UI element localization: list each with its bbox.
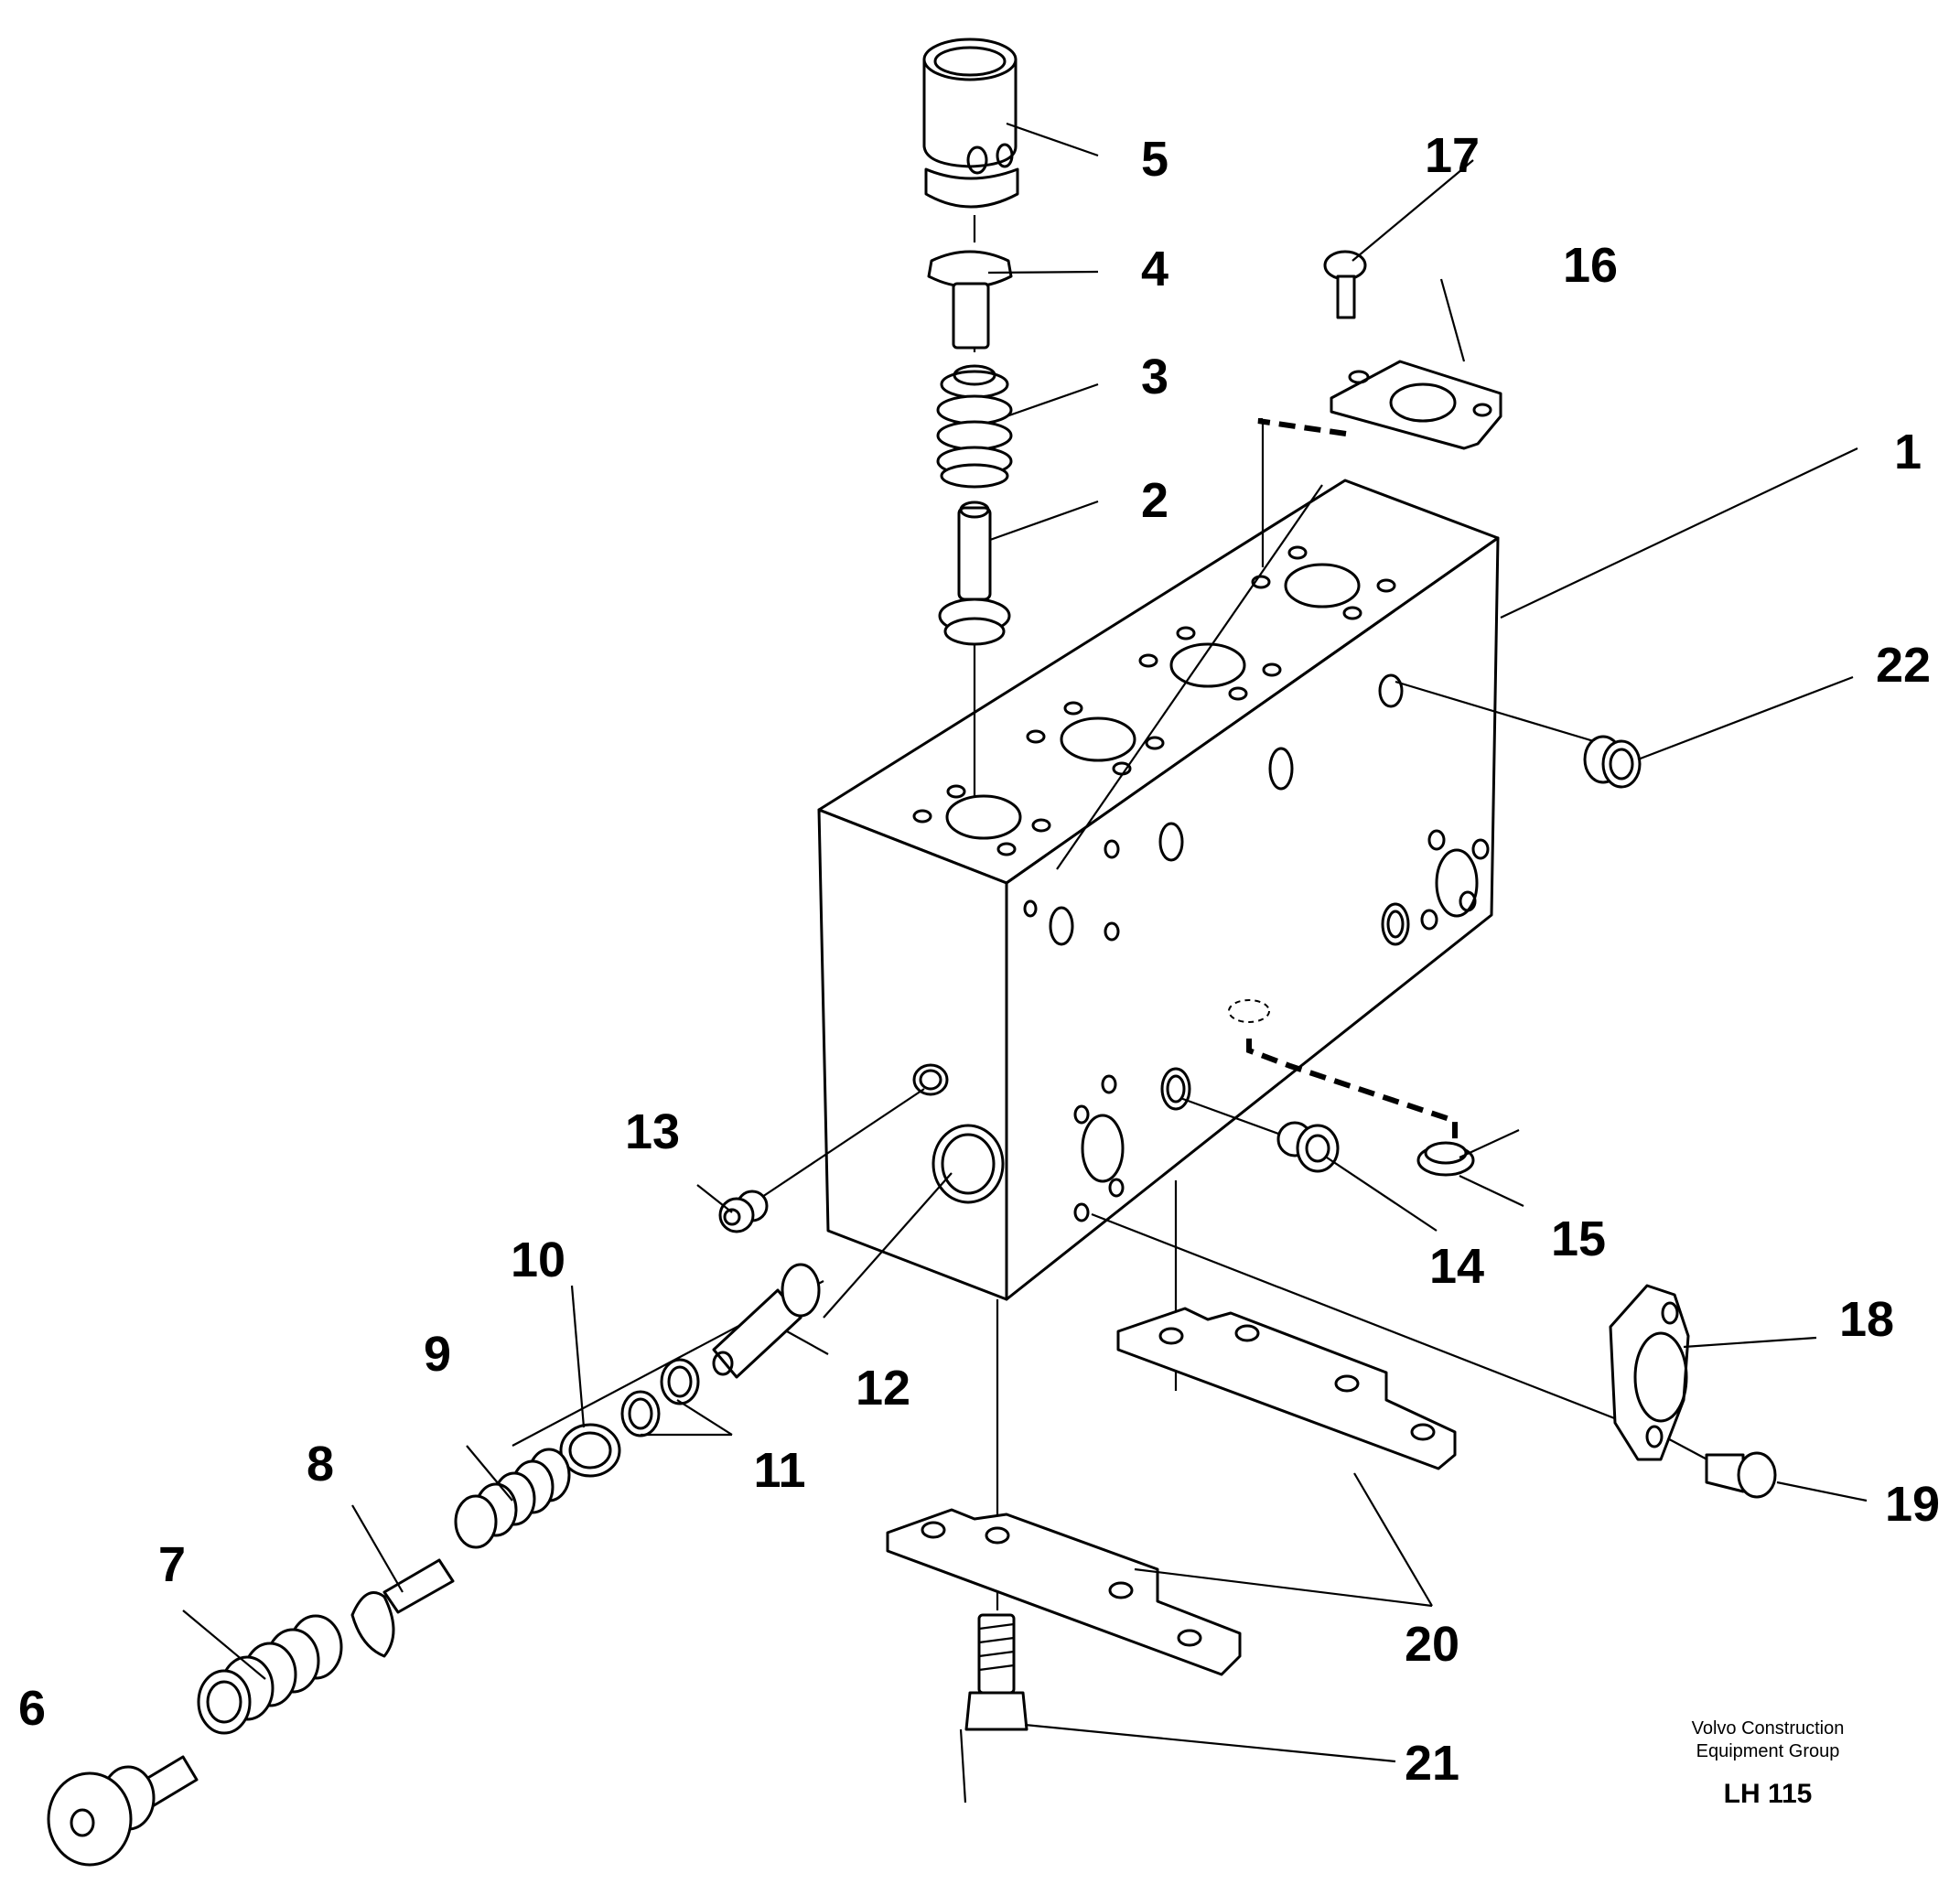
- callout-leaders: [182, 122, 1868, 1803]
- callout-14: 14: [1429, 1239, 1484, 1294]
- callout-13: 13: [625, 1104, 680, 1159]
- callout-20: 20: [1405, 1617, 1459, 1672]
- callout-4: 4: [1141, 242, 1168, 296]
- callout-8: 8: [307, 1437, 334, 1491]
- credit-line-1: Volvo Construction: [1692, 1718, 1845, 1739]
- part-4-poppet: [927, 250, 1013, 350]
- part-20-bracket-upper: [1116, 1307, 1457, 1470]
- part-16-flange: [1330, 360, 1502, 450]
- callout-15: 15: [1551, 1211, 1606, 1266]
- callout-5: 5: [1141, 132, 1168, 187]
- callout-22: 22: [1876, 638, 1931, 693]
- part-20-bracket-lower: [886, 1508, 1242, 1676]
- part-9-spring: [454, 1448, 571, 1549]
- part-8-poppet: [350, 1558, 455, 1658]
- callout-10: 10: [511, 1233, 565, 1287]
- part-2-valve: [938, 501, 1011, 646]
- part-17-bolt: [1323, 250, 1367, 319]
- callout-7: 7: [158, 1537, 186, 1592]
- part-10-ring: [559, 1423, 621, 1478]
- callout-21: 21: [1405, 1736, 1459, 1791]
- publisher-credit: Volvo Construction Equipment Group LH 11…: [1692, 1718, 1845, 1809]
- part-3-spring: [936, 364, 1013, 489]
- part-5-cap: [922, 38, 1019, 209]
- part-14-plug: [1276, 1121, 1340, 1173]
- part-13-plug: [718, 1190, 769, 1233]
- callout-1: 1: [1894, 425, 1922, 479]
- part-11-rings: [620, 1358, 700, 1437]
- part-7-spring: [197, 1614, 343, 1735]
- part-12-valve: [712, 1263, 821, 1379]
- part-15-plug: [1416, 1141, 1475, 1177]
- callout-3: 3: [1141, 350, 1168, 404]
- part-18-flange: [1609, 1284, 1690, 1461]
- part-21-bolt: [964, 1613, 1028, 1731]
- part-19-bolt: [1705, 1451, 1777, 1499]
- callout-numbers: 1 2 3 4 5 6 7 8 9 10 11 12 13 14 15 16 1…: [18, 128, 1940, 1791]
- callout-9: 9: [424, 1327, 451, 1382]
- callout-19: 19: [1885, 1477, 1940, 1532]
- callout-12: 12: [856, 1361, 910, 1416]
- callout-18: 18: [1839, 1292, 1894, 1347]
- callout-6: 6: [18, 1681, 46, 1736]
- callout-17: 17: [1425, 128, 1480, 183]
- callout-16: 16: [1563, 238, 1618, 293]
- part-22-plug: [1583, 735, 1642, 789]
- valve-block: [817, 479, 1500, 1301]
- credit-line-2: Equipment Group: [1696, 1741, 1840, 1761]
- part-6-valve-cap: [47, 1755, 199, 1867]
- callout-2: 2: [1141, 473, 1168, 528]
- diagram-code: LH 115: [1724, 1779, 1813, 1809]
- callout-11: 11: [753, 1443, 805, 1498]
